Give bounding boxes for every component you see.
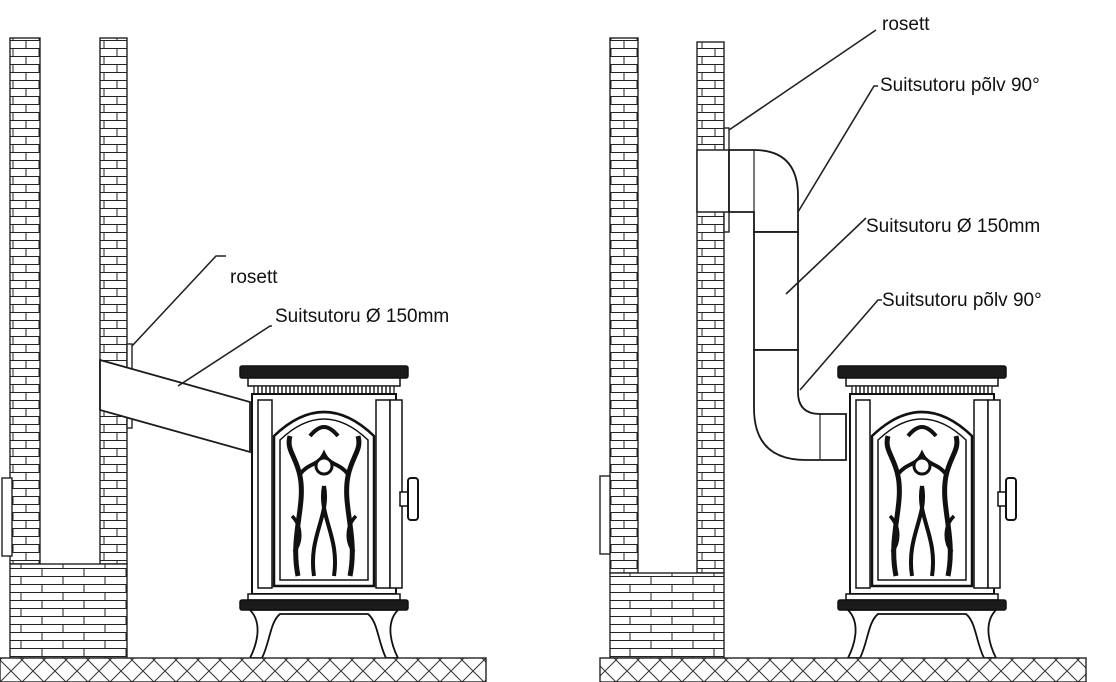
chimney-left-column [9,37,41,565]
chimney-left-column [609,37,639,574]
leader-rosette-left [131,255,226,347]
cleanout-door [1,477,13,557]
left-diagram: rosett Suitsutoru Ø 150mm [1,37,449,659]
floor-right [599,657,1087,682]
leader-elbow-top [797,85,878,213]
chimney-right-column [99,37,128,565]
label-rosette-right: rosett [882,14,930,35]
chimney-base [609,572,725,659]
vertical-flue-pipe [753,231,799,351]
leader-elbow-bottom [799,299,882,391]
elbow-bottom [753,349,847,461]
floor-left [0,657,487,682]
stove-right [838,366,1016,658]
chimney-base [9,563,128,659]
leader-rosette-right [728,29,877,131]
cleanout-door [599,475,611,555]
stove-left [240,366,418,658]
chimney-right-column [696,41,725,574]
flue-pipe [99,358,251,454]
leader-flue-left [177,325,272,387]
leader-flue-right [785,217,867,295]
label-flue-pipe-right: Suitsutoru Ø 150mm [866,216,1040,237]
label-elbow-bottom: Suitsutoru põlv 90° [882,290,1042,311]
label-flue-pipe-left: Suitsutoru Ø 150mm [275,306,449,327]
elbow-top [728,149,799,233]
label-rosette-left: rosett [230,267,278,288]
flue-stub [696,149,730,213]
label-elbow-top: Suitsutoru põlv 90° [880,75,1040,96]
right-diagram: rosett Suitsutoru põlv 90° Suitsutoru Ø … [599,14,1042,659]
